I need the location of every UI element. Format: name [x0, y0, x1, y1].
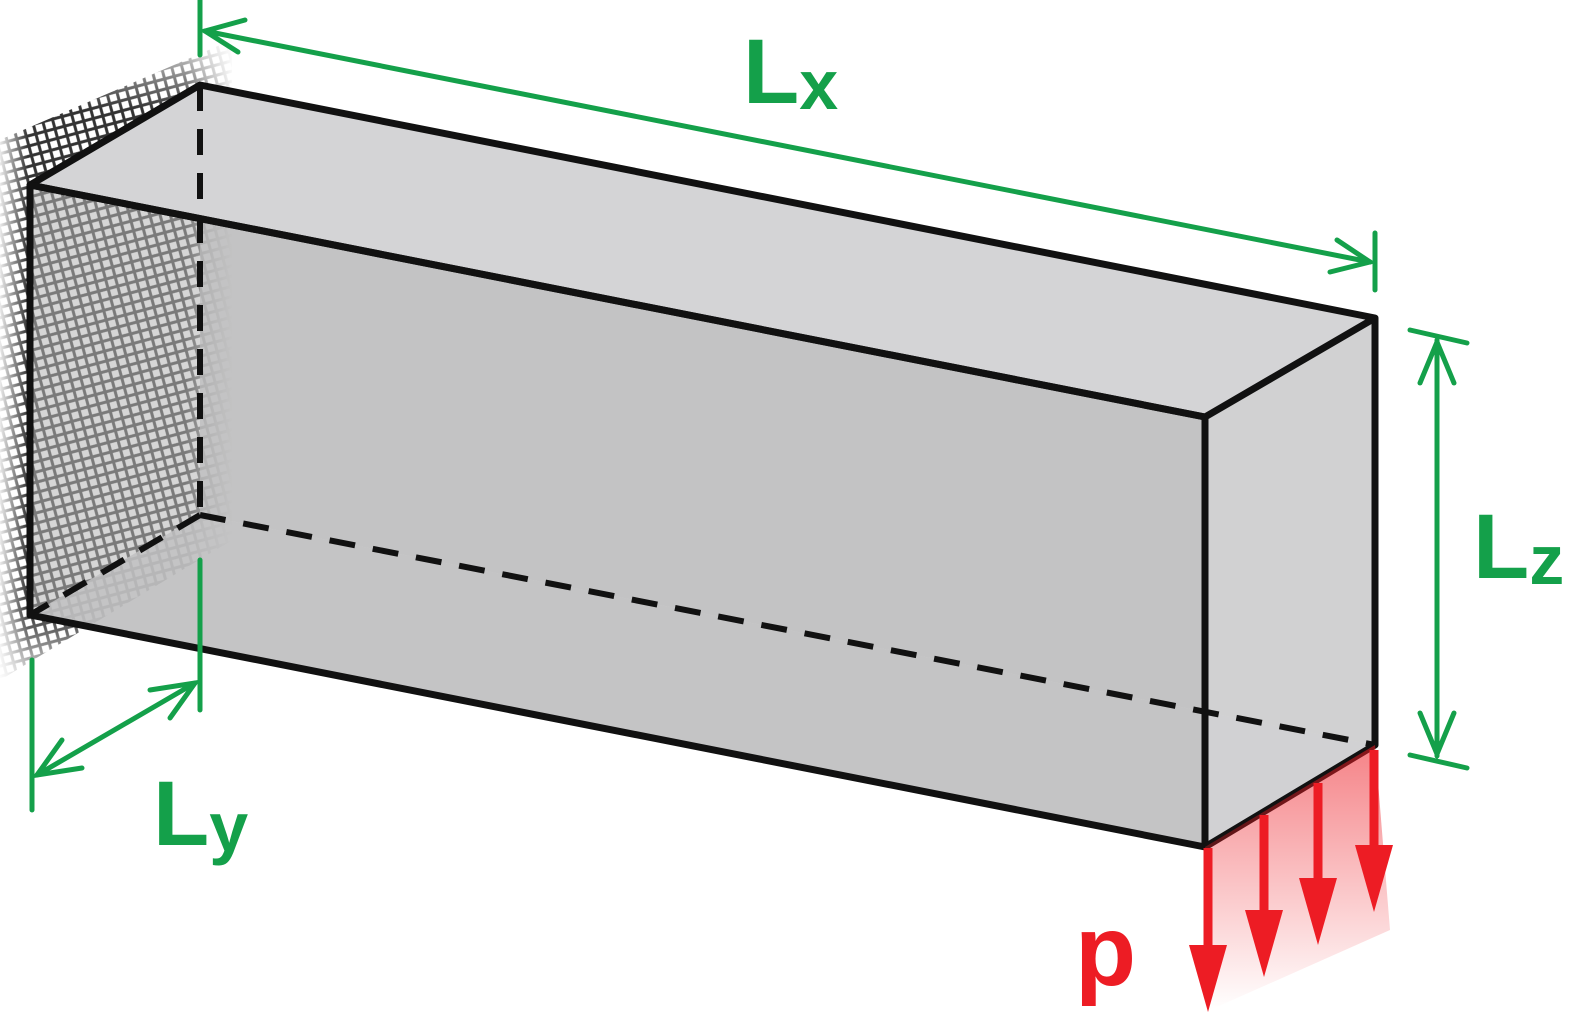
dimension-lz	[1407, 327, 1470, 771]
dimension-lx	[197, 0, 1378, 293]
label-lx: Lx	[743, 21, 838, 124]
dimension-ly	[29, 557, 203, 813]
label-ly: Ly	[153, 763, 248, 866]
label-load-p: p	[1075, 895, 1136, 1007]
hidden-edges	[28, 85, 1376, 748]
load-arrows	[1189, 745, 1393, 1012]
beam-front-face	[30, 185, 1205, 847]
load-arrow-icon	[1189, 848, 1227, 1012]
load-arrow-icon	[1245, 815, 1283, 977]
load-arrow-icon	[1299, 783, 1337, 945]
dimension-lines	[29, 0, 1470, 813]
beam-end-face	[1205, 318, 1375, 847]
beam-body	[26, 81, 1379, 851]
load-arrow-icon	[1355, 750, 1393, 912]
beam-top-face	[30, 85, 1375, 417]
label-lz: Lz	[1473, 496, 1564, 599]
